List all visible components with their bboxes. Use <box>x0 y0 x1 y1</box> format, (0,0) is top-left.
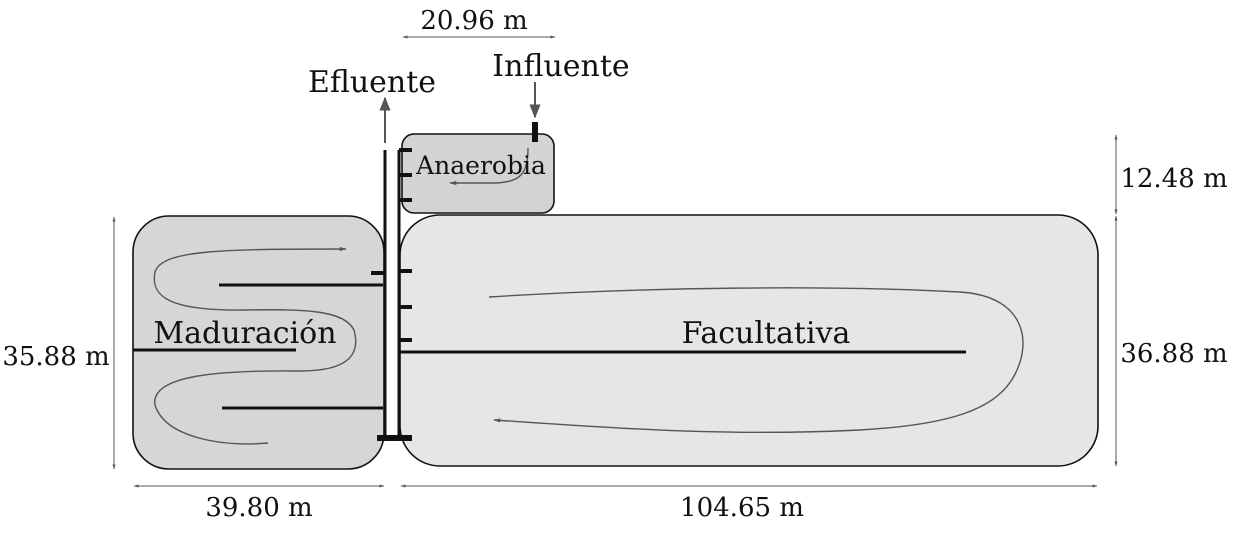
anaerobic-flow-arrow <box>449 147 529 186</box>
dim-maturation-width-label: 39.80 m <box>205 493 312 523</box>
effluent-label: Efluente <box>308 65 436 100</box>
dim-maturation-height-label: 35.88 m <box>2 342 109 372</box>
dim-facultative-width-label: 104.65 m <box>680 493 804 523</box>
channel-inlets <box>371 148 412 441</box>
maturation-flow-arrow <box>153 246 357 445</box>
maturation-baffles <box>133 283 383 410</box>
dim-facultative-height-label: 36.88 m <box>1120 339 1227 369</box>
facultative-flow-arrow <box>488 287 1024 434</box>
dim-top-width-label: 20.96 m <box>420 6 527 36</box>
influent-label: Influente <box>492 49 629 84</box>
anaerobic-pond-label: Anaerobia <box>415 151 546 180</box>
maturation-pond-label: Maduración <box>153 316 336 351</box>
dim-anaerobic-height-label: 12.48 m <box>1120 164 1227 194</box>
facultative-pond-label: Facultativa <box>682 316 851 351</box>
